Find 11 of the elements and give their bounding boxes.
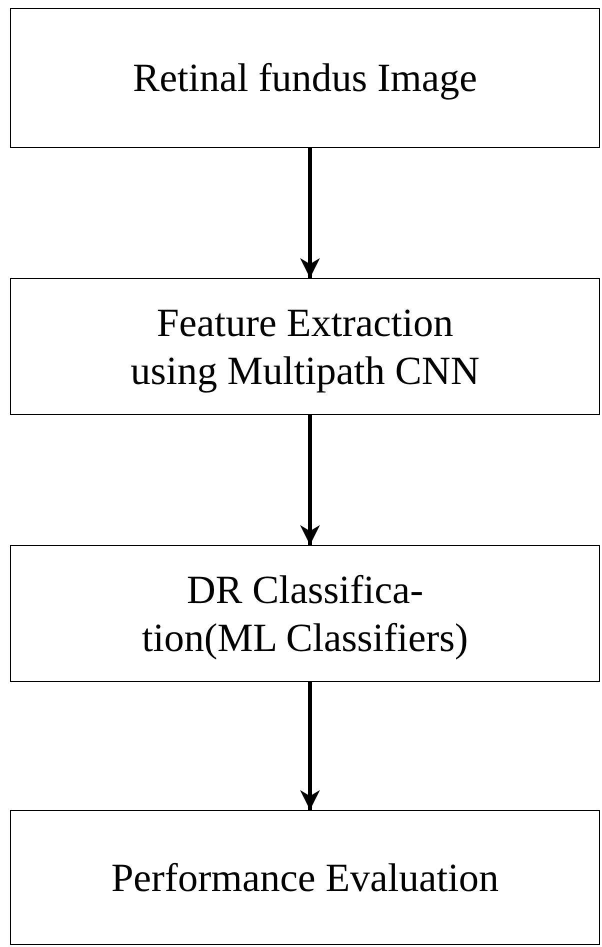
process-box (10, 278, 600, 415)
box-label: Performance Evaluation (110, 854, 500, 902)
arrow (300, 415, 320, 545)
box-label: DR Classifica- tion(ML Classifiers) (140, 566, 470, 662)
arrow (300, 682, 320, 810)
process-box (10, 545, 600, 682)
box-label: Retinal fundus Image (132, 54, 478, 102)
process-box (10, 810, 600, 945)
process-box (10, 8, 600, 148)
box-label: Feature Extraction using Multipath CNN (130, 298, 480, 394)
arrow (300, 148, 320, 278)
